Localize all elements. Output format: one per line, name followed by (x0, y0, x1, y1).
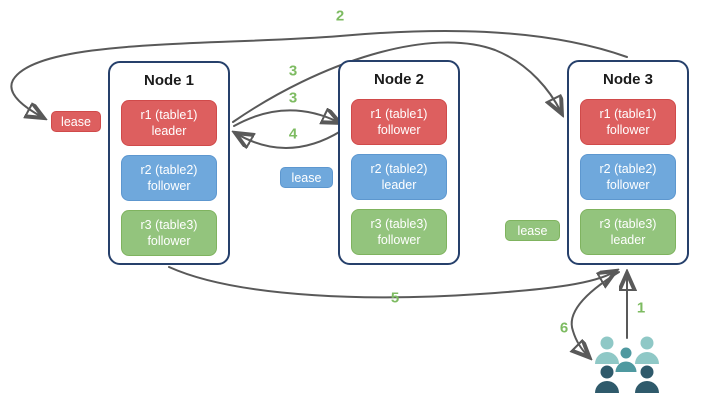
node-2-replicas: r1 (table1) follower r2 (table2) leader … (351, 99, 447, 255)
replica-role: leader (381, 178, 417, 192)
replica-role: leader (151, 124, 187, 138)
replica-label: r1 (table1) (599, 106, 657, 121)
lease-badge-table2: lease (280, 167, 333, 188)
lease-badge-table3: lease (505, 220, 560, 241)
replica-role: follower (606, 178, 650, 192)
replica-role: follower (147, 234, 191, 248)
node-3-replica-r1: r1 (table1) follower (580, 99, 676, 145)
node-1-replica-r1: r1 (table1) leader (121, 100, 217, 146)
step-label-4: 4 (288, 125, 298, 143)
node-1-replica-r3: r3 (table3) follower (121, 210, 217, 256)
node-2-replica-r1: r1 (table1) follower (351, 99, 447, 145)
step-label-2: 2 (335, 7, 345, 25)
node-1-replica-r2: r2 (table2) follower (121, 155, 217, 201)
node-1: Node 1 r1 (table1) leader r2 (table2) fo… (108, 61, 230, 265)
step-label-3a: 3 (288, 62, 298, 80)
node-2-title: Node 2 (373, 71, 424, 88)
replica-label: r1 (table1) (370, 106, 428, 121)
arrow-2-node3-to-lease1 (10, 29, 628, 117)
replica-role: follower (606, 123, 650, 137)
replica-label: r1 (table1) (140, 107, 198, 122)
replica-label: r2 (table2) (599, 161, 657, 176)
lease-badge-table1: lease (51, 111, 101, 132)
step-label-6: 6 (559, 319, 569, 337)
node-1-replicas: r1 (table1) leader r2 (table2) follower … (121, 100, 217, 256)
node-3: Node 3 r1 (table1) follower r2 (table2) … (567, 60, 689, 265)
step-label-1: 1 (636, 299, 646, 317)
step-label-3b: 3 (288, 89, 298, 107)
arrow-3-node1-to-node2 (233, 110, 338, 127)
replica-role: leader (610, 233, 646, 247)
node-3-title: Node 3 (602, 71, 653, 88)
node-3-replica-r2: r2 (table2) follower (580, 154, 676, 200)
node-1-title: Node 1 (143, 72, 194, 89)
users-group-icon (595, 336, 659, 393)
node-2-replica-r2: r2 (table2) leader (351, 154, 447, 200)
replica-label: r3 (table3) (370, 216, 428, 231)
replica-role: follower (147, 179, 191, 193)
replica-label: r3 (table3) (599, 216, 657, 231)
replica-role: follower (377, 123, 421, 137)
step-label-5: 5 (390, 289, 400, 307)
replica-role: follower (377, 233, 421, 247)
node-2-replica-r3: r3 (table3) follower (351, 209, 447, 255)
replica-label: r3 (table3) (140, 217, 198, 232)
node-3-replica-r3: r3 (table3) leader (580, 209, 676, 255)
node-3-replicas: r1 (table1) follower r2 (table2) followe… (580, 99, 676, 255)
replica-label: r2 (table2) (140, 162, 198, 177)
node-2: Node 2 r1 (table1) follower r2 (table2) … (338, 60, 460, 265)
replica-label: r2 (table2) (370, 161, 428, 176)
